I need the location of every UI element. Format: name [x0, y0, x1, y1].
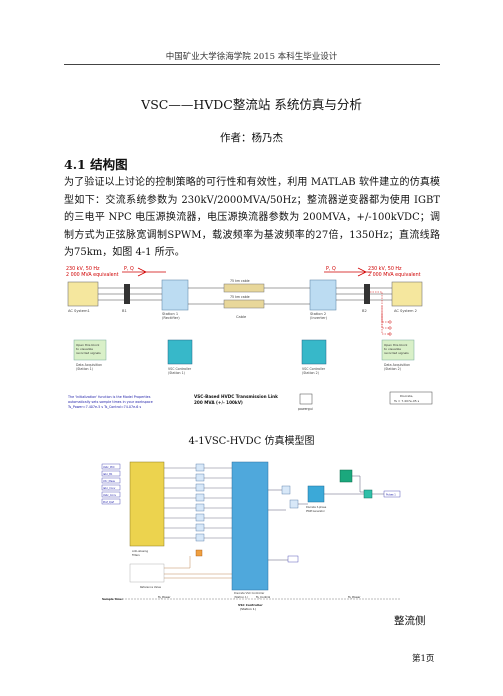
pi-top-label: 75 km cable — [230, 279, 250, 283]
pulses-label: Pulses 1 — [386, 494, 396, 497]
ac-system-2-block — [391, 281, 423, 307]
orange-block — [195, 549, 203, 557]
data-left-line-3: recorded signals — [76, 351, 101, 355]
station-2-block — [309, 279, 337, 311]
ts-power-label-1: Ts_Power — [157, 595, 171, 599]
vsc-controller-1-block — [167, 339, 193, 365]
pi-section-top — [223, 283, 265, 293]
input-2: Iabc_B1 — [103, 473, 113, 476]
pwm-caption-1: Discrete 3-phase — [306, 506, 327, 509]
left-source-text-2: 2 000 MVA equivalent — [66, 272, 119, 278]
bottom-note-3: Ts_Power=7.407e-5 s Ts_Control=74.07e-6 … — [67, 405, 141, 409]
filters-caption-1: Anti-aliasing — [132, 549, 148, 553]
system-title-2: 200 MVA (+/- 100kV) — [194, 400, 243, 405]
data-left-caption-1: Data Acquisition — [76, 363, 102, 367]
discrete-text-1: Discrete, — [400, 394, 413, 398]
data-left-caption-2: (Station 1) — [76, 367, 93, 371]
vsc1-caption-2: (Station 1) — [168, 371, 185, 375]
powergui-label: powergui — [298, 407, 313, 411]
body-paragraph: 为了验证以上讨论的控制策略的可行性和有效性，利用 MATLAB 软件建立的仿真模… — [64, 177, 440, 259]
data-right-caption-1: Data Acquisition — [384, 363, 410, 367]
vsc-controller-2-block — [301, 339, 327, 365]
input-ports — [101, 463, 121, 505]
system-title-1: VSC-Based HVDC Transmission Link — [194, 394, 278, 399]
data-right-line-2: to visualize — [384, 347, 401, 351]
b1-bus — [124, 284, 130, 304]
pi-section-bottom — [223, 299, 265, 309]
controller-caption-2: (Station 1) — [234, 595, 248, 599]
data-right-caption-2: (Station 2) — [384, 367, 401, 371]
figure-1-caption: 4-1VSC-HVDC 仿真模型图 — [188, 436, 315, 447]
gain-blocks — [195, 463, 205, 542]
station-1-label-2: (Rectifier) — [162, 316, 180, 320]
discrete-text-2: Ts = 7.407e-05 s — [393, 399, 420, 403]
pq-left-label: P, Q — [124, 266, 134, 272]
author-line: 作者：杨乃杰 — [220, 132, 283, 144]
ac-system-1-block — [67, 281, 99, 307]
vsc-controller-figure: Vabc_PCC Iabc_B1 Vdc_Meas Iabc_Conv Vabc… — [100, 460, 406, 612]
main-caption-1: VSC Controller — [238, 603, 263, 607]
b2-label: B2 — [362, 309, 367, 313]
simulink-model-figure: 230 kV, 50 Hz 2 000 MVA equivalent 230 k… — [64, 262, 440, 424]
input-4: Iabc_Conv — [103, 487, 116, 490]
discrete-block — [389, 391, 433, 405]
input-6: Pref_Qref — [103, 501, 114, 504]
station-1-label-1: Station 1 — [162, 312, 178, 316]
sample-time-label: Sample time: — [102, 597, 123, 601]
input-5: Vabc_Conv — [103, 494, 117, 497]
data-left-line-2: to visualize — [76, 347, 93, 351]
rectifier-side-label: 整流侧 — [394, 615, 426, 627]
right-source-text-1: 230 kV, 50 Hz — [368, 266, 402, 272]
station-1-block — [161, 279, 189, 311]
pq-right-label: P, Q — [326, 266, 336, 272]
ts-control-label: Ts_Control — [255, 595, 270, 599]
data-acq-right-block — [381, 339, 415, 361]
data-right-line-1: Open this block — [384, 343, 408, 347]
pi-bottom-label: 75 km cable — [230, 295, 250, 299]
input-3: Vdc_Meas — [103, 480, 116, 483]
data-right-line-3: recorded signals — [384, 351, 409, 355]
b2-bus — [364, 284, 370, 304]
ac-system-2-label: AC System 2 — [394, 309, 417, 313]
bottom-note-1: The 'Initialization' function is the Mod… — [67, 395, 151, 399]
discrete-vsc-controller-block — [231, 461, 269, 591]
vsc2-caption-1: VSC Controller — [302, 367, 326, 371]
bottom-note-2: automatically sets sample times in your … — [68, 400, 153, 404]
controller-caption-1: Discrete VSC Controller — [234, 591, 265, 595]
pwm-caption-2: PWM Generator — [306, 510, 325, 513]
header-rule — [64, 64, 440, 65]
pwm-generator-block — [307, 485, 325, 503]
reference-caption: Reference Value — [140, 585, 161, 589]
ts-power-label-2: Ts_Power — [347, 595, 361, 599]
data-left-line-1: Open this block — [76, 343, 100, 347]
page-header: 中国矿业大学徐海学院 2015 本科生毕业设计 — [165, 52, 338, 62]
green-block — [339, 469, 353, 483]
document-title: VSC——HVDC整流站 系统仿真与分析 — [141, 97, 362, 112]
anti-aliasing-filters-block — [129, 461, 165, 547]
pulses-output-port — [383, 490, 401, 498]
section-heading: 4.1 结构图 — [64, 157, 128, 172]
b1-label: B1 — [122, 309, 127, 313]
filters-caption-2: Filters — [132, 553, 140, 557]
left-source-text-1: 230 kV, 50 Hz — [66, 266, 100, 272]
page-number: 第1页 — [412, 654, 435, 664]
cable-label: Cable — [236, 315, 247, 319]
input-1: Vabc_PCC — [103, 466, 115, 469]
reference-value-block — [129, 563, 165, 583]
main-caption-2: (Station 1) — [240, 607, 256, 611]
station-2-label-2: (Inverter) — [310, 316, 328, 320]
powergui-block — [299, 393, 313, 405]
vsc1-caption-1: VSC Controller — [168, 367, 192, 371]
station-2-label-1: Station 2 — [310, 312, 326, 316]
data-acq-left-block — [73, 339, 107, 361]
ac-system-1-label: AC System1 — [68, 309, 90, 313]
right-source-text-2: 2 000 MVA equivalent — [368, 272, 421, 278]
vsc2-caption-2: (Station 2) — [302, 371, 319, 375]
